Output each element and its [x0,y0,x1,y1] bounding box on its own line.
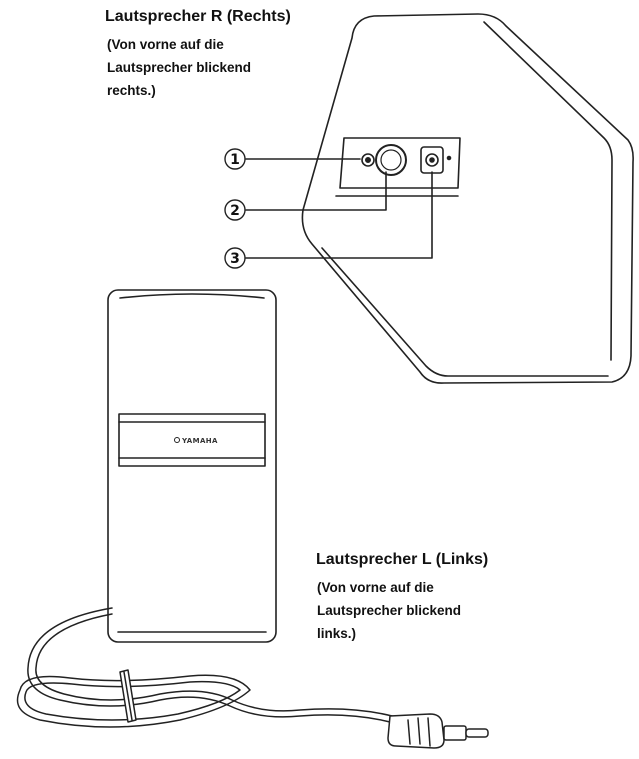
right-speaker-body [301,13,634,384]
left-speaker: YAMAHA [107,289,277,643]
audio-cable [16,607,489,749]
left-speaker-note-line-2: Lautsprecher blickend [317,603,462,618]
rca-plug-grip-2 [417,717,421,745]
right-speaker-bottom-contour [321,247,609,377]
jack-1-center [364,157,371,164]
rca-plug-tip [465,728,489,738]
rca-plug-body [387,713,445,749]
callout-2-line [245,171,387,211]
left-speaker-note-line-1: (Von vorne auf die [317,580,434,595]
power-jack-socket [425,153,439,167]
callout-1-circle [224,148,246,170]
callout-2-circle [224,199,246,221]
connector-panel [339,137,461,189]
cable-inner [35,613,393,717]
left-speaker-note: (Von vorne auf die Lautsprecher blickend… [317,576,461,645]
callout-3-label: 3 [230,251,240,267]
rca-plug-grip-1 [407,719,411,745]
power-jack-pin [429,157,435,163]
right-speaker-side-contour [483,21,613,361]
cable-coil-1 [16,674,251,728]
volume-knob-inner [380,149,402,171]
right-speaker-note-line-1: (Von vorne auf die [107,37,224,52]
left-speaker-title: Lautsprecher L (Links) [316,551,489,568]
callout-2-label: 2 [230,203,240,219]
right-speaker-note: (Von vorne auf die Lautsprecher blickend… [107,33,251,102]
jack-1 [361,153,375,167]
left-speaker-top-edge [119,293,265,299]
right-speaker-note-line-3: rechts.) [107,83,156,98]
cable-tie-band [123,671,133,721]
right-speaker-title: Lautsprecher R (Rechts) [105,8,291,25]
rca-plug-sleeve [443,725,467,741]
callout-3-line [245,171,433,259]
brand-name: YAMAHA [181,437,218,445]
callouts: 1 2 3 [224,148,433,269]
cable-coil-2 [24,680,241,721]
left-speaker-band [118,413,266,467]
volume-knob [375,144,407,176]
left-speaker-body [107,289,277,643]
right-speaker-note-line-2: Lautsprecher blickend [107,60,252,75]
cable-outer [27,607,391,723]
brand-logo-icon [174,437,180,443]
left-speaker-note-line-3: links.) [317,626,357,641]
callout-3-circle [224,247,246,269]
right-speaker [301,13,634,384]
callout-1-label: 1 [230,152,240,168]
rca-plug-grip-3 [427,717,431,747]
indicator-dot [446,155,452,161]
